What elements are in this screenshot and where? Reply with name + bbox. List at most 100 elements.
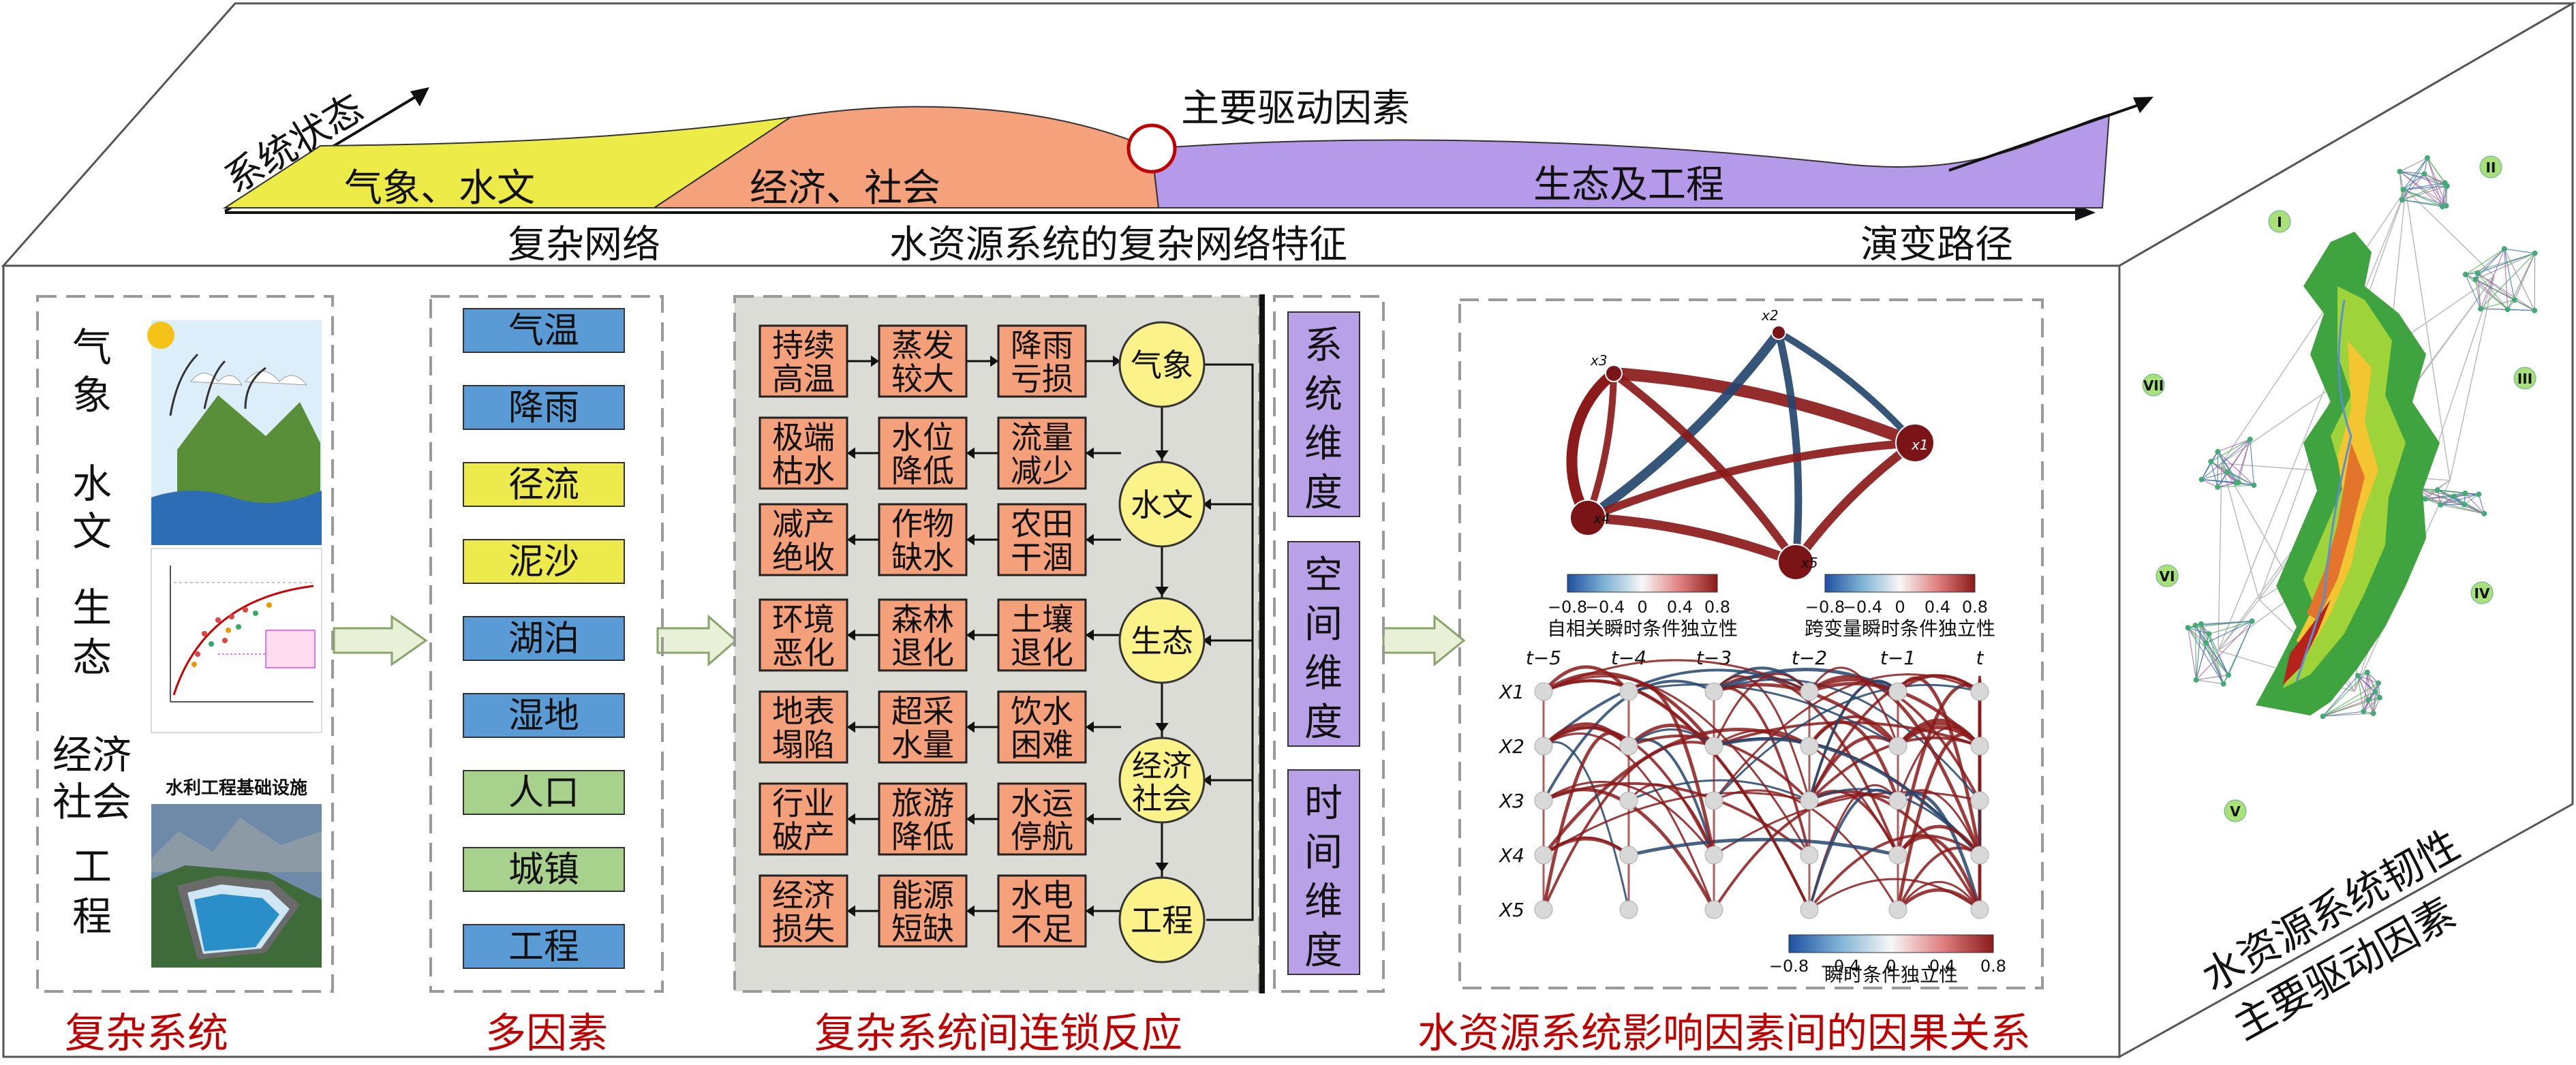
effect-line2-0-2: 亏损 [1011,360,1073,397]
colorbar-tick-0-3: 0.4 [1667,598,1693,617]
time-label-3: t−2 [1792,647,1827,669]
ts-node-0-0 [1535,683,1552,700]
effect-line2-6-0: 损失 [772,910,835,947]
effect-line2-3-2: 退化 [1011,634,1073,671]
effect-line2-4-1: 水量 [891,726,954,763]
cluster-node-2-4 [2236,480,2241,485]
cluster-node-5-1 [2371,711,2376,716]
ts-node-4-3 [1889,846,1907,864]
factor-label-0: 气温 [508,311,579,352]
causal-node-label-x3: x3 [1590,352,1608,369]
factor-label-6: 人口 [508,773,579,814]
category-label-3: 文 [72,508,112,555]
ts-node-0-1 [1535,737,1552,755]
category-label-2: 水 [72,461,112,507]
bottom-label-network: 复杂网络 [508,223,660,267]
colorbar-tick-0-2: 0 [1637,598,1647,617]
cluster-node-1-0 [2512,297,2517,303]
bottom-label-title: 水资源系统的复杂网络特征 [889,223,1347,267]
effect-line1-6-0: 经济 [772,877,835,914]
effect-line1-3-2: 土壤 [1011,601,1073,638]
dimension-char-1-1: 间 [1304,602,1343,647]
cluster-node-5-2 [2365,670,2370,675]
system-circle-label-6: 工程 [1131,902,1193,939]
cluster-node-1-6 [2502,246,2507,251]
water-cycle-illustration [147,320,322,545]
time-label-0: t−5 [1526,647,1561,669]
dimension-char-2-2: 维 [1304,880,1343,924]
cluster-node-3-1 [2462,502,2467,508]
panel-title-causal: 水资源系统影响因素间的因果关系 [1417,1010,2031,1058]
cluster-node-1-7 [2475,271,2481,276]
ts-node-2-0 [1705,683,1723,700]
cluster-node-2-1 [2215,484,2220,490]
ts-node-1-1 [1620,737,1638,755]
factor-label-4: 湖泊 [508,619,579,660]
colorbar-tick-0-0: −0.8 [1548,598,1587,617]
cluster-node-3-6 [2462,491,2468,496]
colorbar-tick-2-0: −0.8 [1769,957,1809,976]
time-label-4: t−1 [1880,647,1916,669]
cluster-node-5-3 [2377,695,2382,700]
cluster-node-5-5 [2355,673,2361,679]
cluster-node-3-0 [2423,496,2428,501]
cluster-node-0-6 [2399,197,2405,202]
ts-node-1-3 [1620,846,1638,864]
cluster-node-1-5 [2473,277,2479,282]
effect-line1-4-1: 超采 [891,693,954,730]
cluster-node-3-2 [2435,487,2440,493]
category-label-8: 工 [72,844,112,890]
category-label-0: 气 [72,324,112,371]
series-label-0: X1 [1498,681,1524,703]
ts-node-1-2 [1620,792,1638,809]
ts-node-3-3 [1800,846,1818,864]
colorbar-1 [1825,574,1975,592]
ts-node-3-2 [1800,792,1818,809]
ts-node-2-1 [1705,737,1723,755]
region-label-4: V [2230,803,2241,820]
effect-line1-2-1: 作物 [891,506,954,542]
dimension-char-1-2: 维 [1304,651,1343,696]
ts-node-0-3 [1535,846,1552,864]
region-label-3: IV [2474,585,2490,602]
colorbar-tick-1-1: −0.4 [1843,598,1882,617]
colorbar-0 [1567,574,1717,592]
system-circle-label-3: 生态 [1131,623,1193,660]
cluster-node-5-6 [2376,681,2381,686]
colorbar-tick-1-3: 0.4 [1925,598,1950,617]
cluster-node-5-0 [2361,709,2366,714]
ts-node-4-2 [1889,792,1907,809]
cluster-node-0-0 [2397,169,2402,174]
effect-line2-1-0: 枯水 [772,452,835,489]
category-label-1: 象 [72,372,112,418]
series-label-4: X5 [1498,899,1524,921]
cluster-node-0-3 [2444,183,2450,189]
series-label-2: X3 [1498,790,1524,812]
colorbar-tick-0-1: −0.4 [1585,598,1625,617]
cluster-node-2-0 [2199,477,2205,482]
ts-node-5-1 [1971,737,1989,755]
category-label-5: 态 [72,634,112,681]
ts-node-1-0 [1620,683,1638,700]
effect-line1-6-2: 水电 [1011,877,1073,914]
cluster-node-4-8 [2250,619,2255,624]
effect-line1-3-0: 环境 [772,601,835,638]
cluster-node-2-8 [2208,459,2213,464]
system-circle-label-5b: 社会 [1132,782,1192,816]
cluster-node-3-3 [2451,494,2457,499]
region-label-1: II [2486,159,2496,176]
reservoir-photo [151,804,322,968]
band-label-2: 经济、社会 [750,166,940,211]
effect-line1-4-0: 地表 [772,693,835,730]
effect-line2-2-1: 缺水 [891,539,954,576]
dimension-char-0-1: 统 [1304,373,1343,417]
cluster-node-4-7 [2193,623,2198,628]
cluster-node-4-0 [2198,621,2204,627]
cluster-node-4-2 [2206,631,2211,636]
effect-line1-6-1: 能源 [891,877,954,914]
band-label-3: 生态及工程 [1533,163,1724,207]
scatter-plot-illustration [151,549,322,732]
panel-title-chain-reaction: 复杂系统间连锁反应 [814,1010,1182,1058]
cluster-node-0-4 [2400,187,2406,192]
dimension-char-2-0: 时 [1304,782,1343,826]
